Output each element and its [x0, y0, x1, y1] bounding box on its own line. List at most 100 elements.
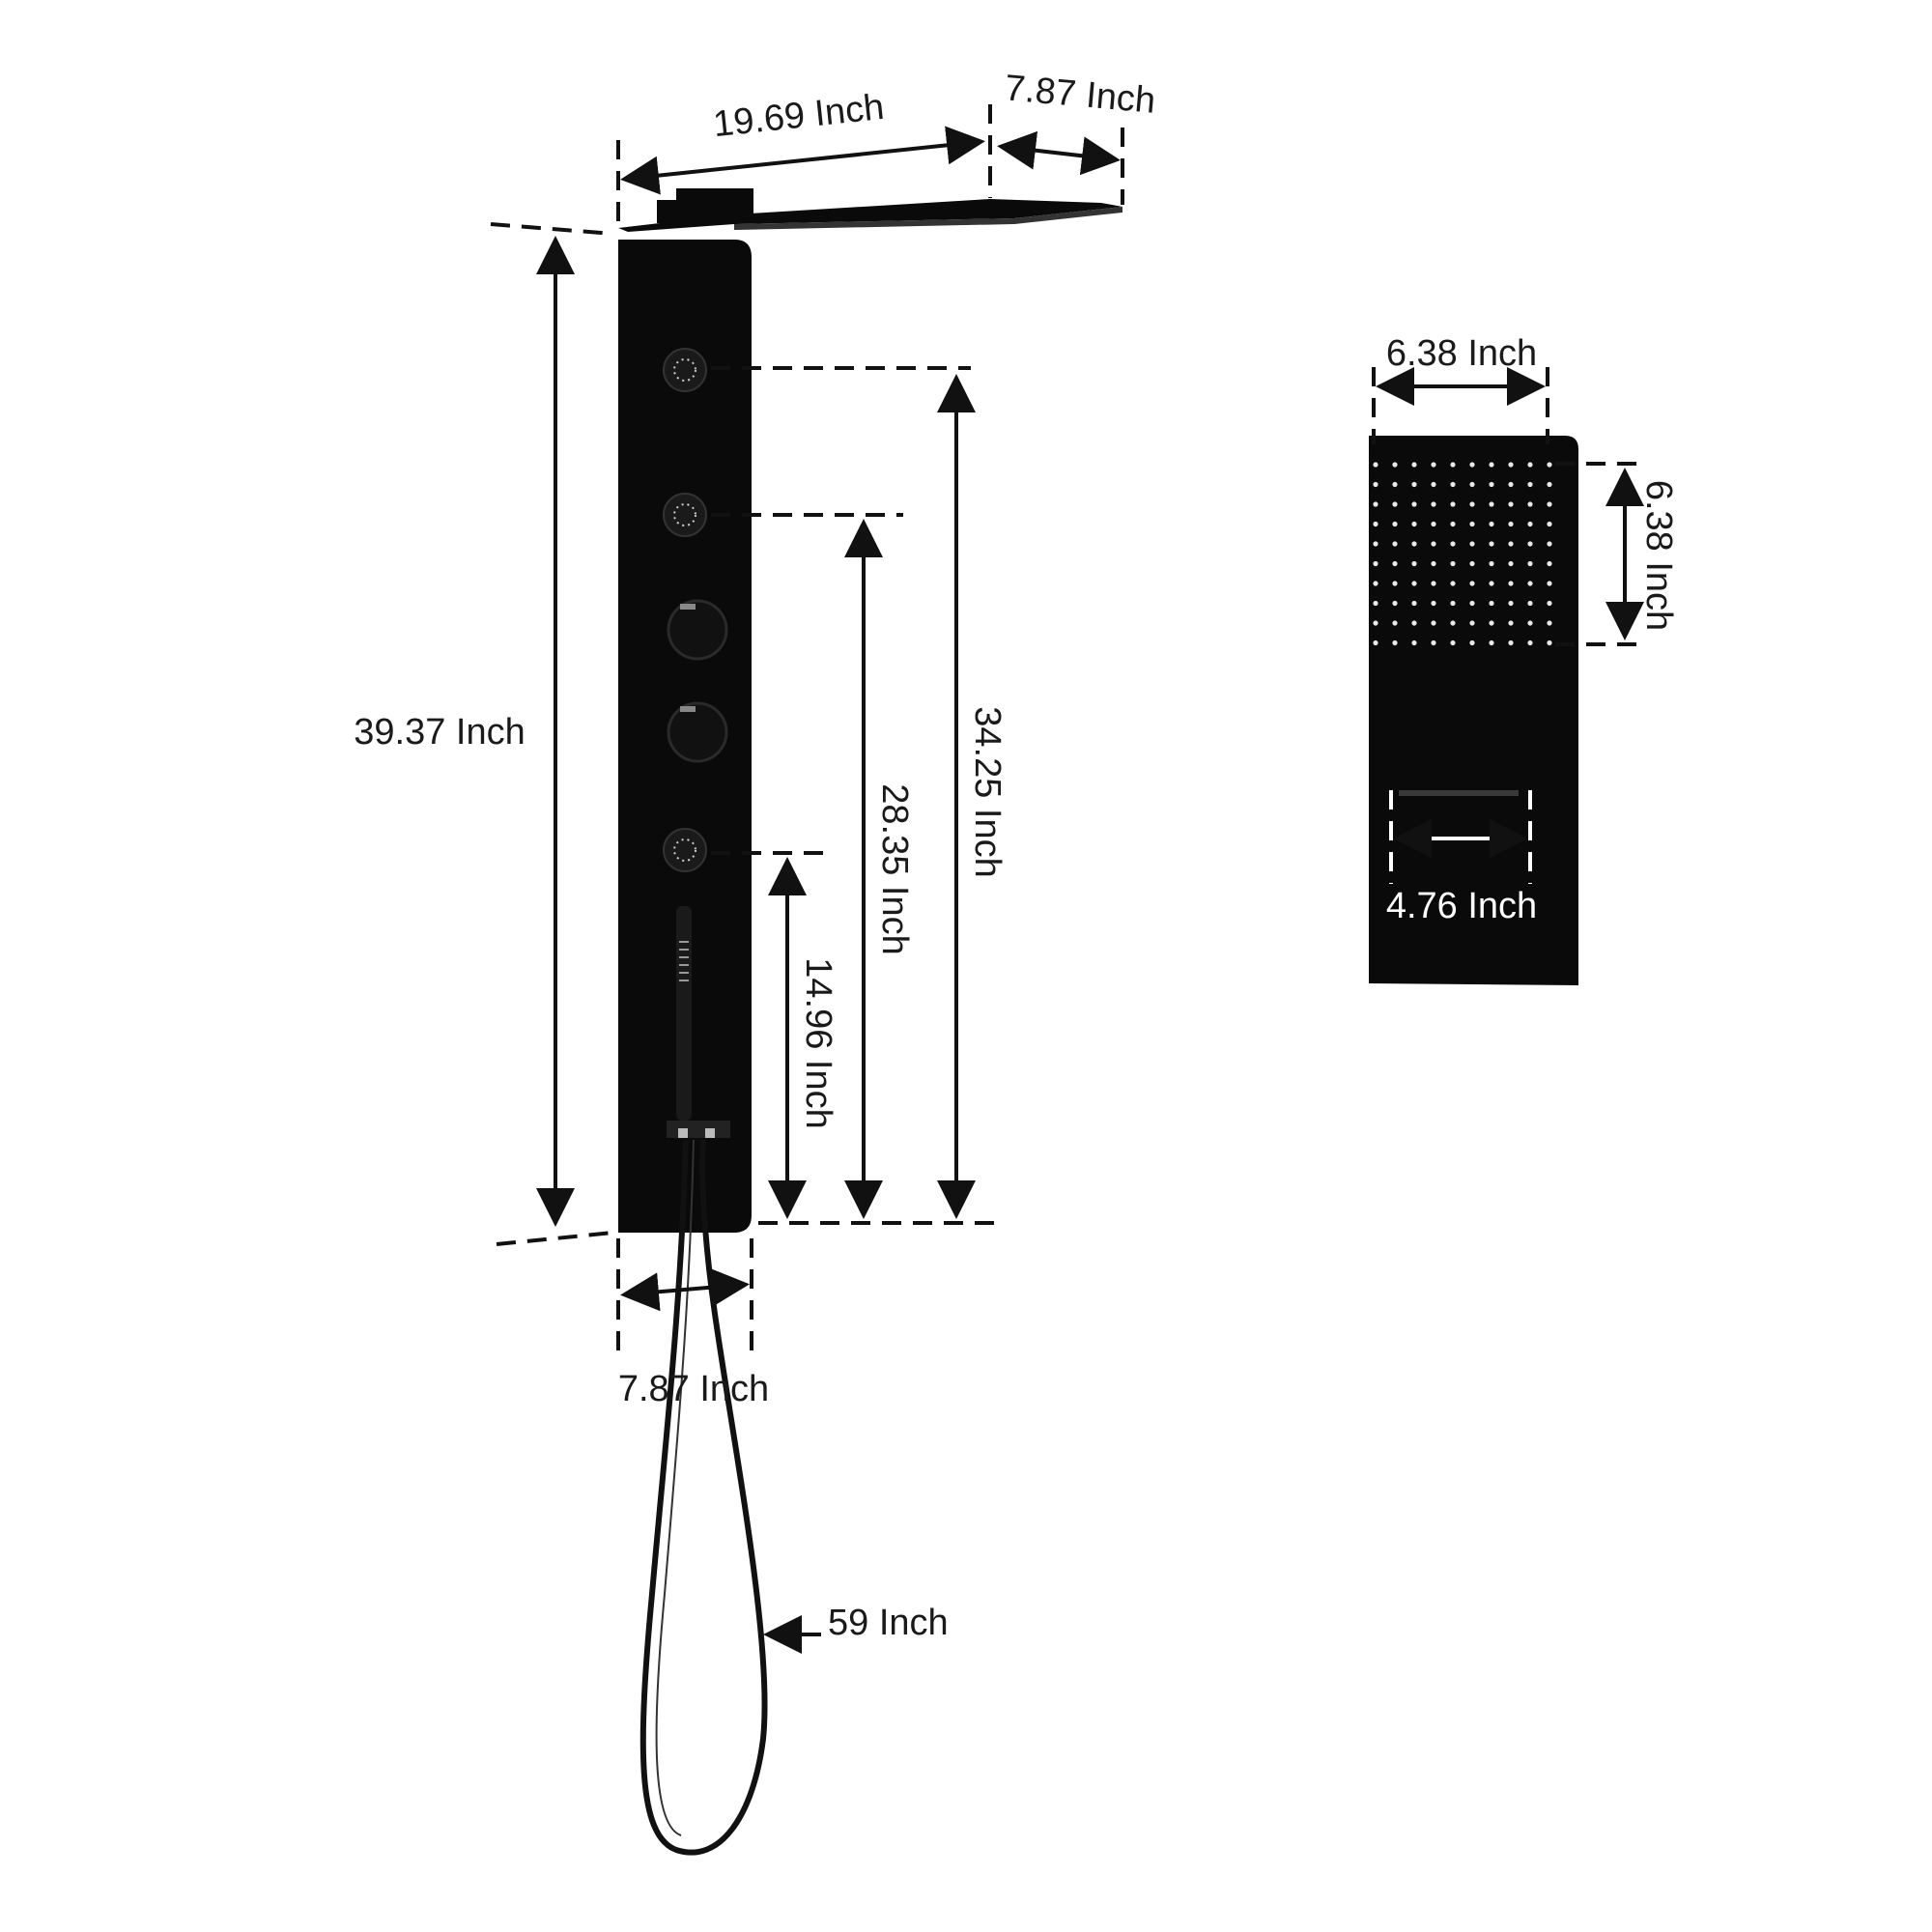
nozzle-dot — [1547, 581, 1552, 586]
nozzle-dot — [1527, 581, 1533, 586]
nozzle-dot — [1489, 521, 1494, 527]
nozzle-dot — [1527, 521, 1533, 527]
nozzle-dot — [1489, 600, 1494, 607]
label-jet-middle-height: 28.35 Inch — [874, 783, 915, 954]
nozzle-dot — [1469, 581, 1475, 586]
nozzle-dot — [1431, 541, 1436, 547]
label-jet-top-height: 34.25 Inch — [967, 706, 1008, 877]
nozzle-dot — [1489, 501, 1494, 507]
nozzle-dot — [1469, 521, 1475, 527]
nozzle-dot — [1508, 462, 1514, 468]
nozzle-dot — [1431, 481, 1436, 488]
nozzle-dot — [1392, 541, 1398, 547]
nozzle-dot — [1508, 600, 1514, 607]
dim-spray-height: 6.38 Inch — [1555, 462, 1679, 646]
nozzle-dot — [1547, 501, 1552, 507]
label-head-width: 19.69 Inch — [711, 87, 886, 145]
nozzle-dot — [1450, 541, 1456, 547]
nozzle-dot — [1392, 560, 1398, 567]
nozzle-dot — [1450, 620, 1456, 626]
nozzle-dot — [1411, 541, 1417, 547]
nozzle-dot — [1527, 600, 1533, 607]
nozzle-dot — [1411, 620, 1417, 626]
nozzle-dot — [1411, 600, 1417, 607]
nozzle-dot — [1392, 481, 1398, 488]
nozzle-dot — [1392, 639, 1398, 646]
nozzle-dot — [1508, 560, 1514, 567]
nozzle-dot — [1450, 481, 1456, 488]
nozzle-dot — [1431, 501, 1436, 507]
label-hose-length: 59 Inch — [828, 1603, 949, 1643]
nozzle-dot — [1431, 639, 1436, 646]
nozzle-dot — [1411, 560, 1417, 567]
nozzle-dot — [1527, 541, 1533, 547]
nozzle-dot — [1489, 560, 1494, 567]
nozzle-dot — [1547, 462, 1552, 468]
diverter-knob — [667, 599, 728, 661]
nozzle-dot — [1469, 501, 1475, 507]
nozzle-dot — [1547, 560, 1552, 567]
dim-jet-middle-height: 28.35 Inch — [711, 513, 915, 1219]
nozzle-dot — [1450, 639, 1456, 646]
dim-jet-bottom-height: 14.96 Inch — [711, 851, 838, 1219]
nozzle-dot — [1373, 481, 1378, 488]
dim-head-depth: 7.87 Inch — [997, 68, 1157, 205]
nozzle-dot — [1392, 501, 1398, 507]
nozzle-dot — [1508, 481, 1514, 488]
dim-spray-width: 6.38 Inch — [1372, 333, 1549, 444]
nozzle-dot — [1431, 521, 1436, 527]
nozzle-dot — [1450, 462, 1456, 468]
nozzle-dot — [1392, 581, 1398, 586]
nozzle-dot — [1450, 521, 1456, 527]
label-panel-width: 7.87 Inch — [618, 1369, 769, 1409]
nozzle-dot — [1469, 481, 1475, 488]
nozzle-dot — [1547, 481, 1552, 488]
shower-hose — [639, 1139, 768, 1856]
nozzle-dot — [1508, 501, 1514, 507]
nozzle-dot — [1527, 481, 1533, 488]
label-head-depth: 7.87 Inch — [1003, 68, 1156, 121]
nozzle-dot — [1527, 462, 1533, 468]
dim-waterfall-width: 4.76 Inch — [1386, 790, 1537, 926]
nozzle-dot — [1469, 639, 1475, 646]
nozzle-dot — [1547, 639, 1552, 646]
nozzle-dot — [1469, 600, 1475, 607]
nozzle-dot — [1373, 620, 1378, 626]
nozzle-dot — [1547, 521, 1552, 527]
dim-jet-top-height: 34.25 Inch — [711, 366, 1008, 1225]
nozzle-dot — [1469, 620, 1475, 626]
nozzle-dot — [1411, 481, 1417, 488]
nozzle-dot — [1508, 581, 1514, 586]
rain-shower-head — [618, 188, 1122, 232]
nozzle-dot — [1527, 560, 1533, 567]
nozzle-dot — [1373, 462, 1378, 468]
nozzle-dot — [1373, 600, 1378, 607]
nozzle-dot — [1392, 521, 1398, 527]
nozzle-dot — [1489, 462, 1494, 468]
nozzle-dot — [1547, 620, 1552, 626]
nozzle-dot — [1392, 600, 1398, 607]
hand-shower — [667, 906, 730, 1138]
nozzle-dot — [1508, 521, 1514, 527]
label-panel-height: 39.37 Inch — [354, 712, 525, 753]
nozzle-dot — [1489, 481, 1494, 488]
body-jet-top — [663, 348, 707, 392]
nozzle-dot — [1489, 620, 1494, 626]
nozzle-dot — [1373, 521, 1378, 527]
nozzle-dot — [1431, 462, 1436, 468]
nozzle-dot — [1547, 541, 1552, 547]
label-waterfall-width: 4.76 Inch — [1386, 886, 1537, 926]
nozzle-dot — [1450, 581, 1456, 586]
nozzle-dot — [1373, 581, 1378, 586]
nozzle-dot — [1392, 620, 1398, 626]
dim-panel-height: 39.37 Inch — [354, 222, 614, 1246]
nozzle-dot — [1489, 541, 1494, 547]
dim-panel-width: 7.87 Inch — [616, 1238, 769, 1409]
nozzle-dot — [1431, 560, 1436, 567]
nozzle-dot — [1431, 600, 1436, 607]
nozzle-dot — [1411, 521, 1417, 527]
nozzle-dot — [1450, 560, 1456, 567]
label-jet-bottom-height: 14.96 Inch — [798, 957, 838, 1128]
nozzle-dot — [1411, 501, 1417, 507]
